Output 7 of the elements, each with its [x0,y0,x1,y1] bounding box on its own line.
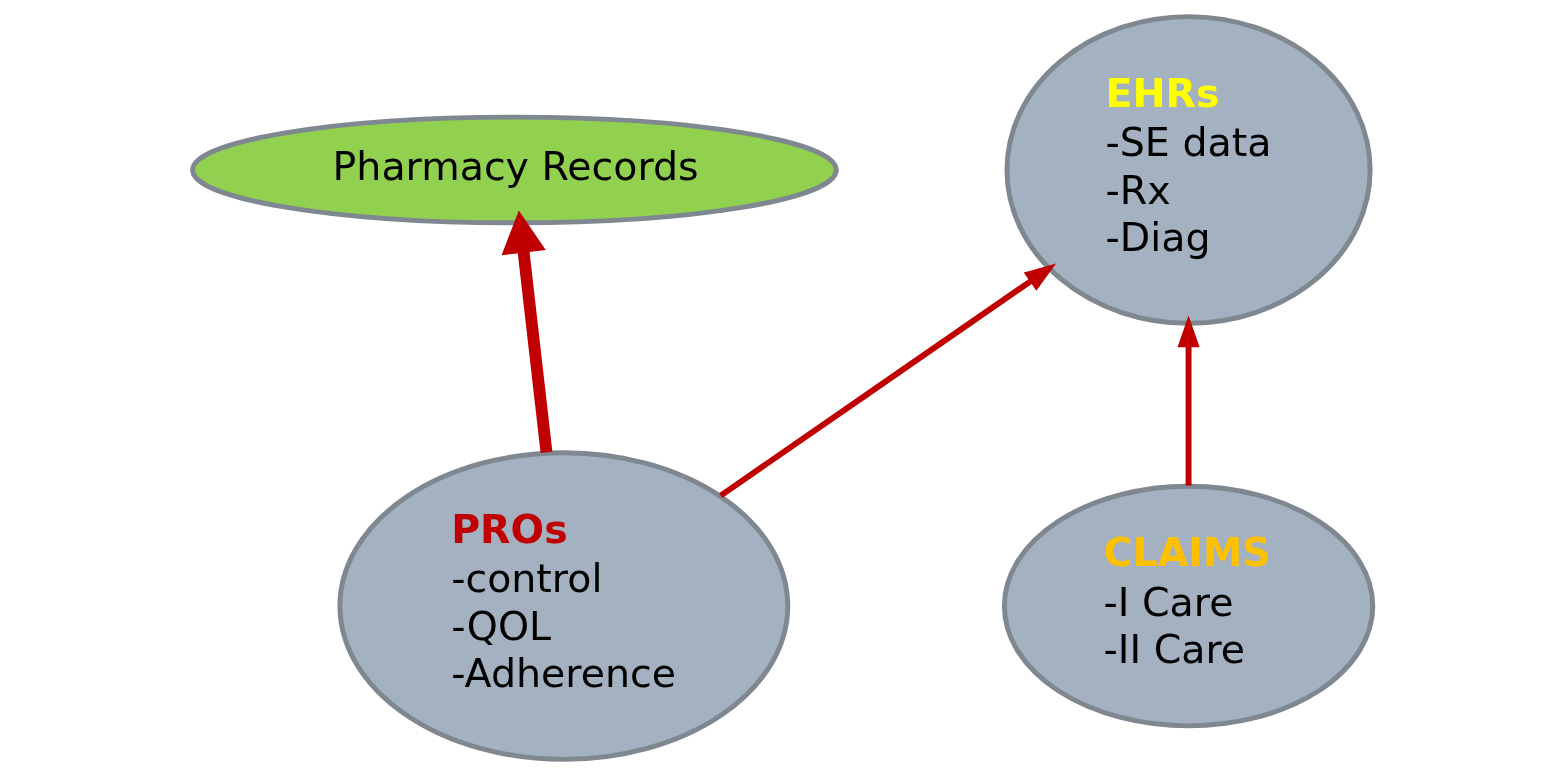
node-ellipse: Pharmacy Records [189,114,839,226]
arrow [501,210,552,453]
arrow [1176,315,1200,486]
arrow [718,263,1056,498]
node-ellipse: PROs -control -QOL -Adherence [336,450,790,762]
node-ellipse: EHRs -SE data -Rx -Diag [1004,14,1373,326]
node-ellipse: CLAIMS -I Care -II Care [1001,483,1375,729]
